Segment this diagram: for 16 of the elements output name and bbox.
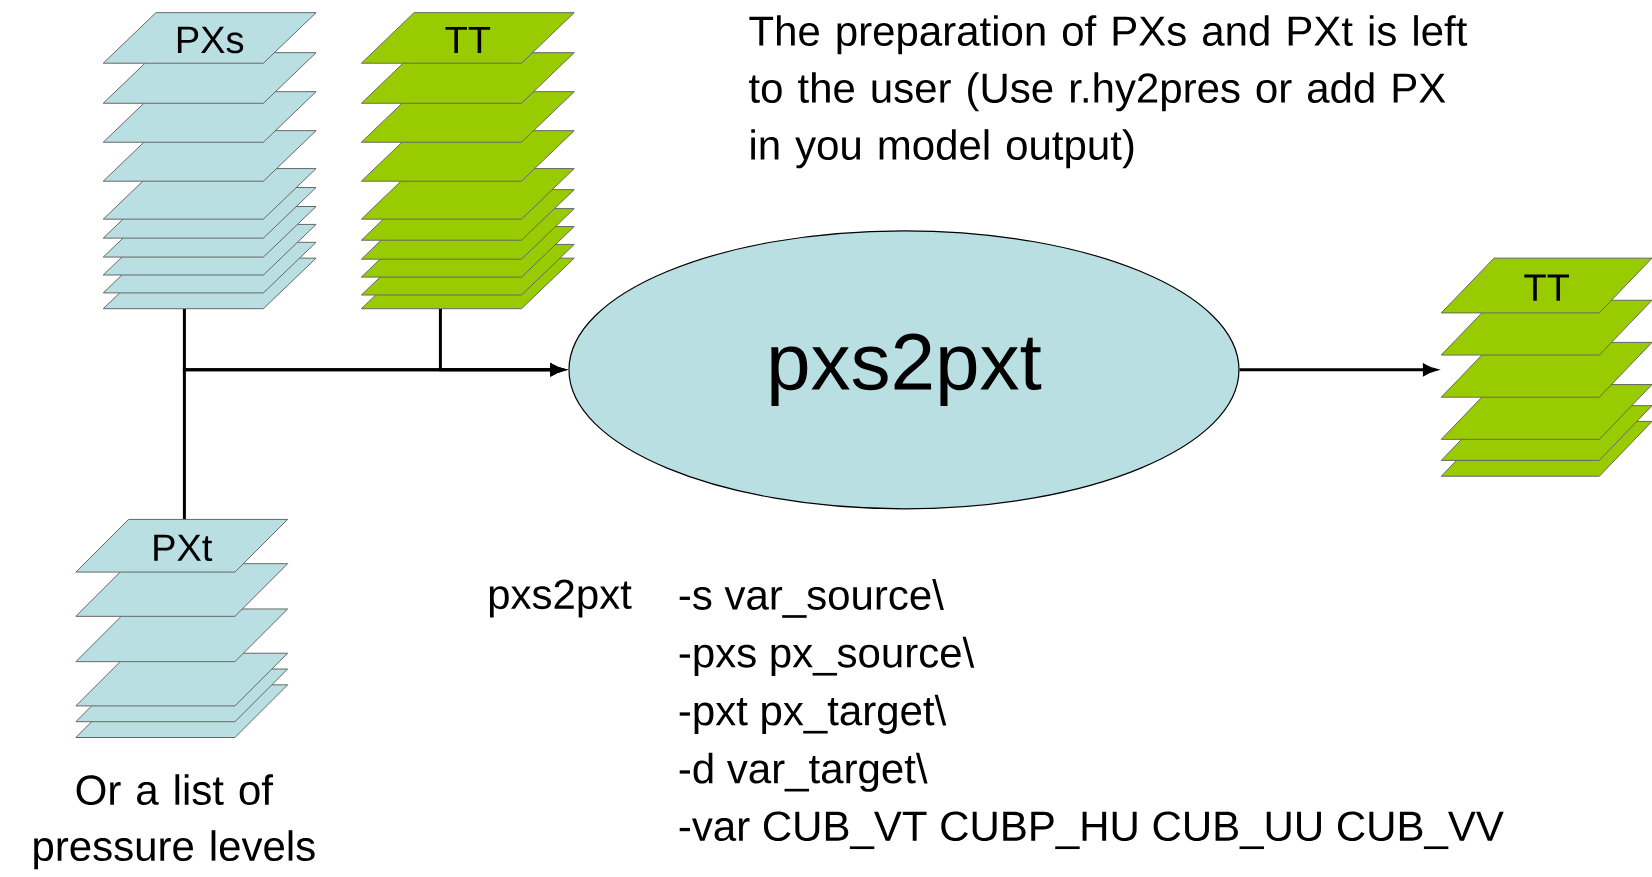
command-option: -pxt px_target\ <box>679 695 947 735</box>
command-option: -var CUB_VT CUBP_HU CUB_UU CUB_VV <box>679 811 1504 850</box>
node-label: TT <box>1524 274 1569 301</box>
note-text: The preparation of PXs and PXt is left to the user (Use r.hy2pres or add PX in you model output) <box>749 15 1468 169</box>
layer-stack: TT <box>1440 257 1652 477</box>
command-option: -d var_target\ <box>679 752 928 793</box>
layer-stack: TT <box>360 12 575 310</box>
layer-stack: PXt <box>75 519 289 739</box>
caption-text: Or a list of pressure levels <box>34 774 315 870</box>
node-label: PXs <box>177 27 244 54</box>
command-option: -s var_source\ <box>679 579 944 619</box>
node-label: PXt <box>154 534 213 562</box>
command-option: -pxs px_source\ <box>679 637 975 677</box>
node-label: TT <box>445 27 491 54</box>
layer-stack: PXs <box>102 12 317 310</box>
command-text: pxs2pxt <box>489 579 632 618</box>
